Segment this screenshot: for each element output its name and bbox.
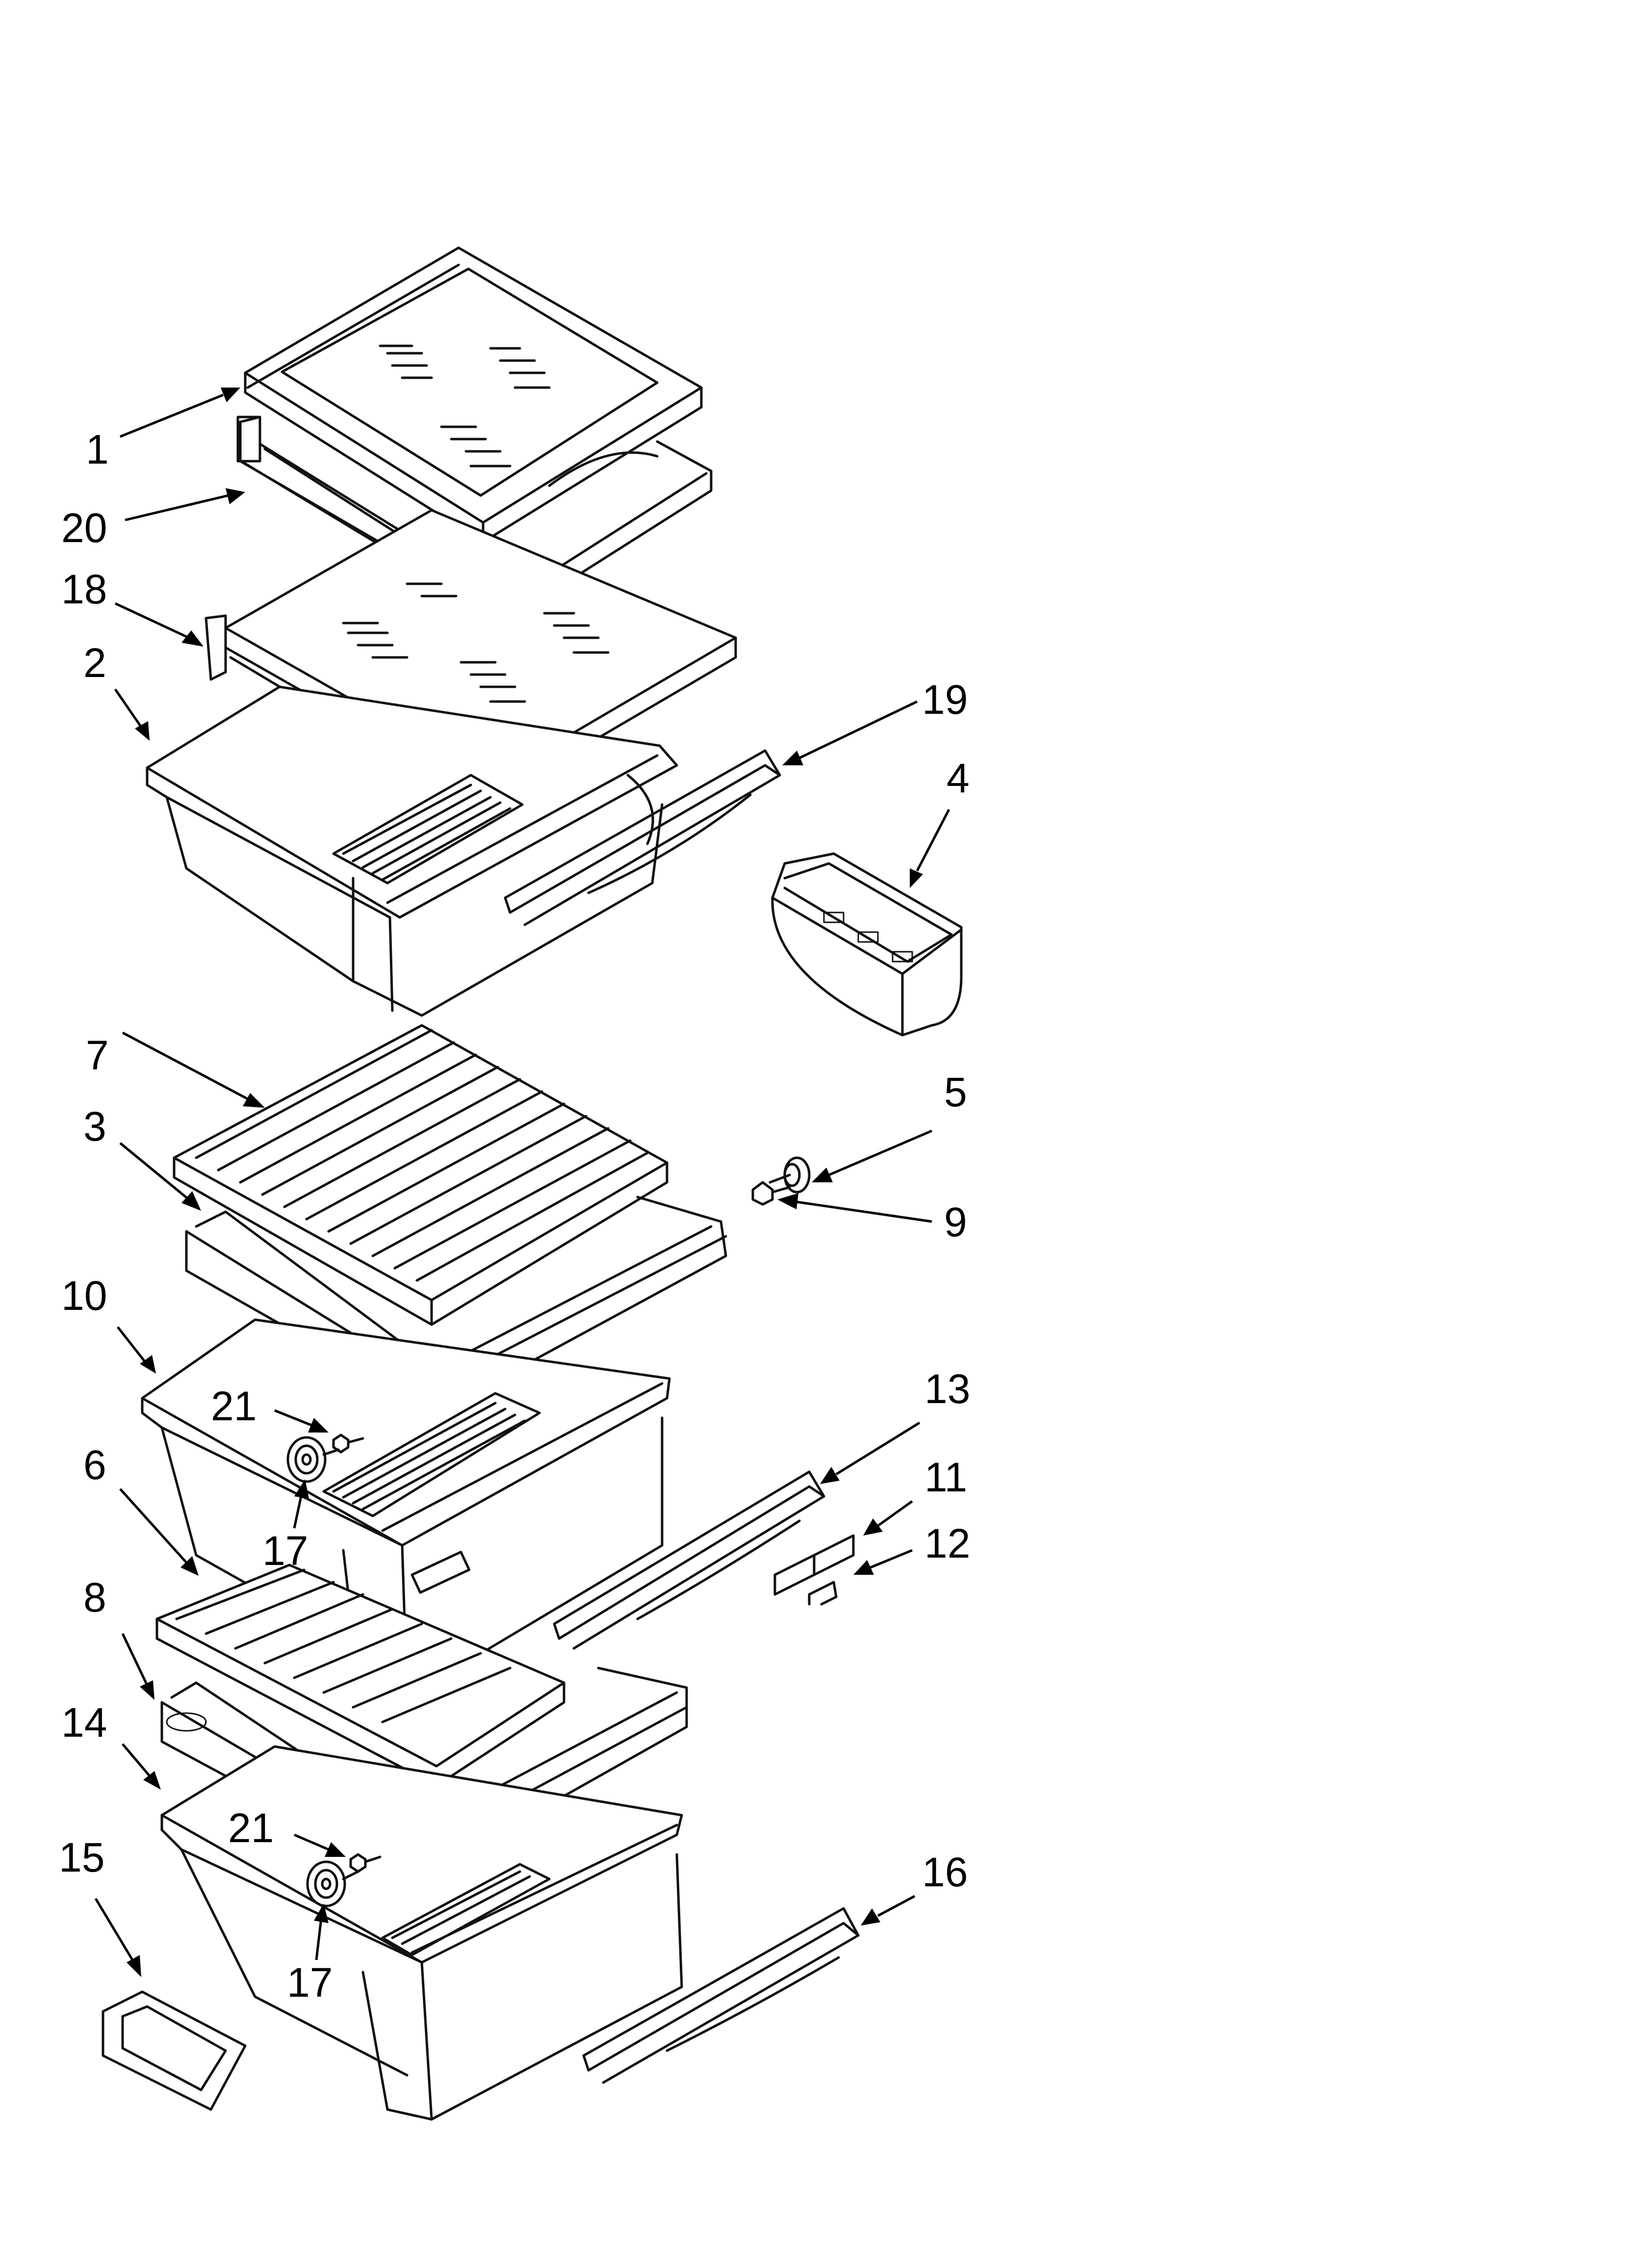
callout-16: 16 — [861, 1849, 968, 1926]
callouts: 1 20 18 2 19 4 7 — [59, 388, 970, 2006]
part-14-crisper-drawer — [160, 1745, 683, 2121]
part-15-label — [102, 1990, 247, 2111]
part-21-screw-lower — [349, 1853, 382, 1873]
svg-text:14: 14 — [61, 1699, 107, 1746]
svg-text:3: 3 — [83, 1103, 106, 1149]
callout-4: 4 — [910, 755, 970, 888]
part-2-crisper-drawer — [146, 685, 678, 1017]
callout-15: 15 — [59, 1834, 141, 1977]
part-17-roller-upper — [286, 1436, 340, 1483]
part-1-glass-shelf — [244, 246, 703, 544]
svg-text:1: 1 — [86, 426, 109, 472]
svg-text:9: 9 — [944, 1199, 967, 1245]
svg-text:19: 19 — [922, 677, 968, 723]
callout-20: 20 — [61, 488, 245, 551]
callout-1: 1 — [86, 388, 240, 472]
callout-12: 12 — [853, 1520, 970, 1575]
svg-text:7: 7 — [86, 1032, 109, 1078]
svg-text:2: 2 — [83, 640, 106, 686]
callout-6: 6 — [83, 1442, 199, 1576]
svg-text:8: 8 — [83, 1574, 106, 1620]
svg-text:4: 4 — [947, 755, 970, 801]
part-13-drawer-handle — [553, 1470, 825, 1650]
svg-text:20: 20 — [61, 505, 107, 551]
svg-text:13: 13 — [924, 1366, 970, 1412]
part-6-glass-shelf — [155, 1564, 565, 1787]
callout-13: 13 — [820, 1366, 970, 1484]
svg-text:12: 12 — [924, 1520, 970, 1566]
svg-text:6: 6 — [83, 1442, 106, 1488]
callout-17-lower: 17 — [287, 1903, 333, 2006]
svg-text:15: 15 — [59, 1834, 104, 1880]
part-5-roller — [769, 1156, 811, 1194]
svg-text:21: 21 — [211, 1383, 257, 1429]
svg-text:21: 21 — [228, 1805, 274, 1851]
callout-8: 8 — [83, 1574, 154, 1700]
callout-10: 10 — [61, 1273, 156, 1374]
svg-text:10: 10 — [61, 1273, 107, 1319]
callout-7: 7 — [86, 1031, 265, 1108]
part-4-bin — [771, 852, 963, 1037]
part-17-roller-lower — [306, 1860, 359, 1907]
callout-3: 3 — [83, 1103, 201, 1211]
callout-17-upper: 17 — [262, 1479, 309, 1574]
svg-text:17: 17 — [287, 1959, 333, 2006]
svg-text:17: 17 — [262, 1528, 308, 1574]
callout-11: 11 — [863, 1454, 967, 1536]
callout-9: 9 — [777, 1193, 967, 1245]
callout-21-lower: 21 — [228, 1805, 346, 1857]
part-19-drawer-handle — [504, 749, 781, 926]
part-16-drawer-handle — [582, 1907, 860, 2084]
part-7-glass-shelf — [173, 1024, 668, 1326]
callout-19: 19 — [782, 677, 968, 765]
svg-text:16: 16 — [922, 1849, 968, 1895]
callout-18: 18 — [61, 566, 204, 647]
part-21-screw-upper — [332, 1434, 364, 1454]
callout-14: 14 — [61, 1699, 161, 1790]
svg-text:18: 18 — [61, 566, 107, 612]
part-12-clip — [808, 1581, 838, 1606]
part-9-screw — [751, 1181, 791, 1206]
callout-2: 2 — [83, 640, 150, 741]
callout-5: 5 — [812, 1069, 967, 1182]
svg-text:5: 5 — [944, 1069, 967, 1115]
callout-21-upper: 21 — [211, 1383, 329, 1433]
svg-text:11: 11 — [924, 1454, 967, 1500]
part-11-clip — [773, 1534, 855, 1596]
